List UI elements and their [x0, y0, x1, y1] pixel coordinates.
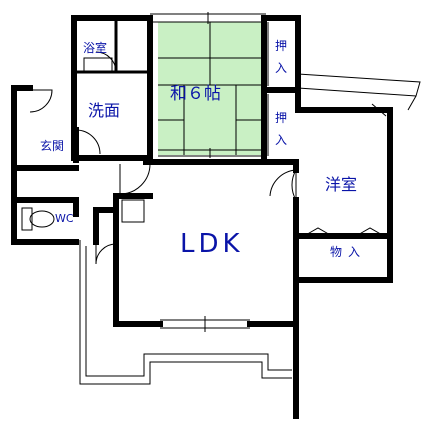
- label-bath: 浴室: [83, 40, 107, 55]
- tatami-seams: [158, 22, 262, 155]
- label-closet-upper-char: 押: [275, 39, 287, 53]
- label-closet-upper-char: 入: [275, 61, 287, 75]
- label-closet-lower-char: 入: [275, 133, 287, 147]
- label-closet-lower: 押入: [275, 111, 287, 147]
- label-entrance: 玄関: [40, 138, 64, 153]
- label-closet-lower-char: 押: [275, 111, 287, 125]
- label-closet-upper: 押入: [275, 39, 287, 75]
- label-washroom: 洗面: [88, 101, 120, 120]
- label-ldk: LDK: [180, 229, 244, 259]
- balcony-lower: [79, 240, 292, 385]
- label-toilet: WC: [55, 212, 74, 225]
- bath-partitions: [74, 18, 150, 74]
- door-swings: [29, 51, 297, 265]
- label-storage: 物入: [330, 245, 366, 259]
- balcony-upper: [297, 73, 421, 111]
- label-japanese-room: 和６帖: [170, 84, 221, 104]
- label-western-room: 洋室: [325, 175, 357, 194]
- closet-doors: [267, 22, 385, 237]
- windows: [150, 12, 387, 332]
- toilet-fixture: [21, 207, 55, 231]
- ldk-column: [121, 199, 145, 223]
